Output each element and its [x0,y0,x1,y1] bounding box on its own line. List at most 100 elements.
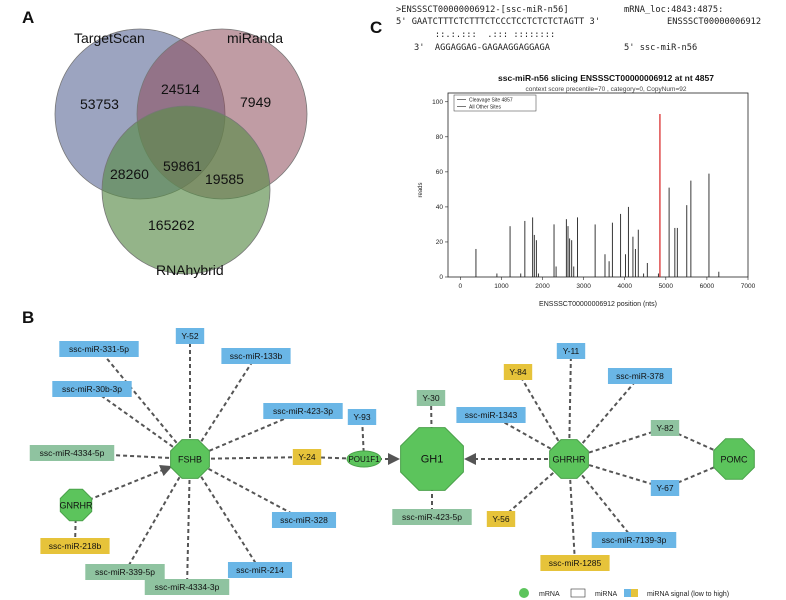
node-mir4334-5p[interactable]: ssc-miR-4334-5p [29,445,115,461]
venn-circle-rnahybrid [101,105,271,275]
venn-count-mir-rna: 19585 [205,171,244,187]
node-fshb[interactable]: FSHB [170,439,210,479]
chart-subtitle: context score precentile=70 , category=0… [526,86,687,93]
node-mir423-3p[interactable]: ssc-miR-423-3p [263,403,343,419]
x-tick-label: 6000 [700,283,715,290]
alignment-line2-left: 5' GAATCTTTCTCTTTCTCCCTCCTCTCTCTAGTT 3' [396,17,600,27]
mirna-node-shape [556,343,586,359]
mirna-node-shape [59,341,139,357]
node-y93[interactable]: Y-93 [347,409,377,425]
node-mir218b[interactable]: ssc-miR-218b [40,538,110,554]
mirna-node-shape [85,564,165,580]
mirna-node-label: ssc-miR-331-5p [69,344,129,354]
alignment-line4-right: 5' ssc-miR-n56 [624,43,698,53]
y-tick-label: 40 [436,204,444,211]
mirna-node-label: ssc-miR-218b [49,541,102,551]
venn-diagram: TargetScan miRanda RNAhybrid 53753 7949 … [54,28,308,278]
mirna-node-label: Y-24 [298,452,315,462]
node-y24[interactable]: Y-24 [292,449,322,465]
mirna-node-shape [503,364,533,380]
alignment-line1-left: >ENSSSCT00000006912-[ssc-miR-n56] [396,5,569,15]
node-mir214[interactable]: ssc-miR-214 [227,562,293,578]
node-pomc[interactable]: POMC [713,438,755,480]
panel-label-b: B [22,308,35,327]
node-mir378[interactable]: ssc-miR-378 [607,368,673,384]
node-y67[interactable]: Y-67 [650,480,680,496]
mrna-node-label: FSHB [178,455,202,465]
x-tick-label: 3000 [576,283,591,290]
node-y11[interactable]: Y-11 [556,343,586,359]
mirna-node-shape [52,381,132,397]
network-edge [189,458,305,521]
node-mir30b[interactable]: ssc-miR-30b-3p [52,381,132,397]
node-ghrhr[interactable]: GHRHR [549,439,589,479]
node-y82[interactable]: Y-82 [650,420,680,436]
y-tick-label: 0 [439,274,443,281]
legend-other-sites: All Other Sites [469,105,501,111]
node-mir1343[interactable]: ssc-miR-1343 [456,407,526,423]
mirna-node-shape [263,403,343,419]
mirna-node-shape [540,555,610,571]
node-y30[interactable]: Y-30 [416,390,446,406]
mirna-node-label: ssc-miR-423-5p [402,512,462,522]
node-y52[interactable]: Y-52 [175,328,205,344]
mirna-node-shape [271,512,337,528]
legend-signal-low [624,589,631,597]
network-edge [189,458,261,571]
mirna-node-label: Y-67 [656,483,673,493]
mirna-node-shape [40,538,110,554]
mrna-node-label: GNRHR [60,501,93,511]
node-mir7139[interactable]: ssc-miR-7139-3p [591,532,677,548]
node-mir1285[interactable]: ssc-miR-1285 [540,555,610,571]
venn-count-ts-rna: 28260 [110,166,149,182]
panel-label-c: C [370,18,383,37]
mirna-node-shape [456,407,526,423]
mirna-node-shape [416,390,446,406]
mirna-node-label: Y-84 [509,367,526,377]
node-gnrhr[interactable]: GNRHR [59,488,93,522]
mrna-node-label: POU1F1 [348,455,380,464]
node-y84[interactable]: Y-84 [503,364,533,380]
mirna-node-shape [292,449,322,465]
y-tick-label: 100 [432,99,443,106]
node-gh1[interactable]: GH1 [400,427,464,491]
mrna-node-shape [59,488,93,522]
venn-count-rnahybrid-only: 165262 [148,217,195,233]
network-edge [189,456,308,460]
mirna-node-shape [486,511,516,527]
mirna-node-label: ssc-miR-30b-3p [62,384,122,394]
mirna-node-shape [144,579,230,595]
mirna-node-shape [347,409,377,425]
network-edge [186,458,191,588]
mrna-node-shape [400,427,464,491]
alignment-line4-left: 3' AGGAGGAG-GAGAAGGAGGAGA [414,43,550,53]
mrna-node-label: GH1 [421,454,444,466]
node-mir331[interactable]: ssc-miR-331-5p [59,341,139,357]
mrna-node-shape [713,438,755,480]
node-mir4334-3p[interactable]: ssc-miR-4334-3p [144,579,230,595]
mirna-node-label: Y-30 [422,393,439,403]
mirna-node-label: ssc-miR-4334-5p [40,448,105,458]
mirna-node-shape [591,532,677,548]
x-tick-label: 5000 [659,283,674,290]
chart-xlabel: ENSSSCT00000006912 position (nts) [539,301,657,308]
mirna-node-shape [607,368,673,384]
node-mir328[interactable]: ssc-miR-328 [271,512,337,528]
chart-legend: Cleavage Site 4857 All Other Sites [453,94,537,112]
mrna-node-label: POMC [721,455,749,465]
network-edge [124,458,191,573]
node-mir339[interactable]: ssc-miR-339-5p [85,564,165,580]
node-mir133b[interactable]: ssc-miR-133b [221,348,291,364]
venn-count-all: 59861 [163,158,202,174]
node-pou1f1[interactable]: POU1F1 [346,450,382,468]
alignment-line3: ::.:.::: .::: :::::::: [414,30,556,40]
legend-mirna-swatch [570,588,586,598]
regulatory-network: FSHB GNRHR POU1F1 GH1 GHRHR POMC Y-52 ssc-miR-3… [29,328,755,598]
y-tick-label: 20 [436,239,444,246]
node-mir423-5p[interactable]: ssc-miR-423-5p [392,509,472,525]
legend-mirna-label: miRNA [595,591,617,598]
node-y56[interactable]: Y-56 [486,511,516,527]
legend-signal-high [631,589,638,597]
venn-count-ts-mir: 24514 [161,81,200,97]
chart-title: ssc-miR-n56 slicing ENSSSCT00000006912 a… [498,73,714,83]
